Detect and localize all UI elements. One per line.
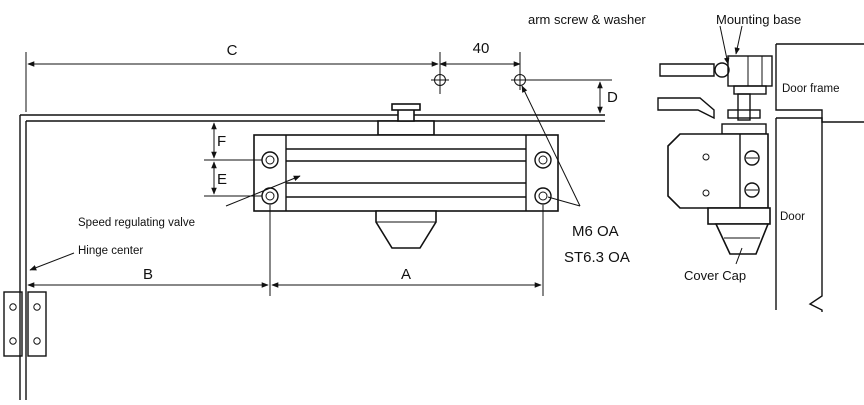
speed-valve-callout: Speed regulating valve xyxy=(78,175,301,229)
dimension-f-e: F E xyxy=(204,120,262,197)
closer-body xyxy=(253,103,559,249)
label-f: F xyxy=(217,133,226,150)
hinge-center-callout: Hinge center xyxy=(29,245,143,271)
label-hinge-center: Hinge center xyxy=(78,245,143,257)
label-arm-screw: arm screw & washer xyxy=(528,12,646,27)
dimension-c: C xyxy=(25,42,441,112)
arm-mounting-holes xyxy=(431,71,529,94)
label-door-frame: Door frame xyxy=(782,83,840,95)
hinge xyxy=(3,291,47,357)
label-40: 40 xyxy=(473,40,490,57)
side-view: Door frame Door Cove xyxy=(528,12,864,312)
label-e: E xyxy=(217,171,227,188)
label-b: B xyxy=(143,266,153,283)
label-m6: M6 OA xyxy=(572,223,619,240)
dimension-b-a: B A xyxy=(27,205,544,296)
label-mounting-base: Mounting base xyxy=(716,12,801,27)
label-door: Door xyxy=(780,211,805,223)
label-cover-cap: Cover Cap xyxy=(684,268,746,283)
dimension-d: D xyxy=(528,79,618,114)
dimension-40: 40 xyxy=(439,40,521,74)
frame-outline xyxy=(19,114,605,400)
label-st63: ST6.3 OA xyxy=(564,249,630,266)
screw-spec-callout: M6 OA ST6.3 OA xyxy=(521,85,630,266)
label-a: A xyxy=(401,266,411,283)
label-speed-valve: Speed regulating valve xyxy=(78,217,195,229)
label-c: C xyxy=(227,42,238,59)
label-d: D xyxy=(607,89,618,106)
